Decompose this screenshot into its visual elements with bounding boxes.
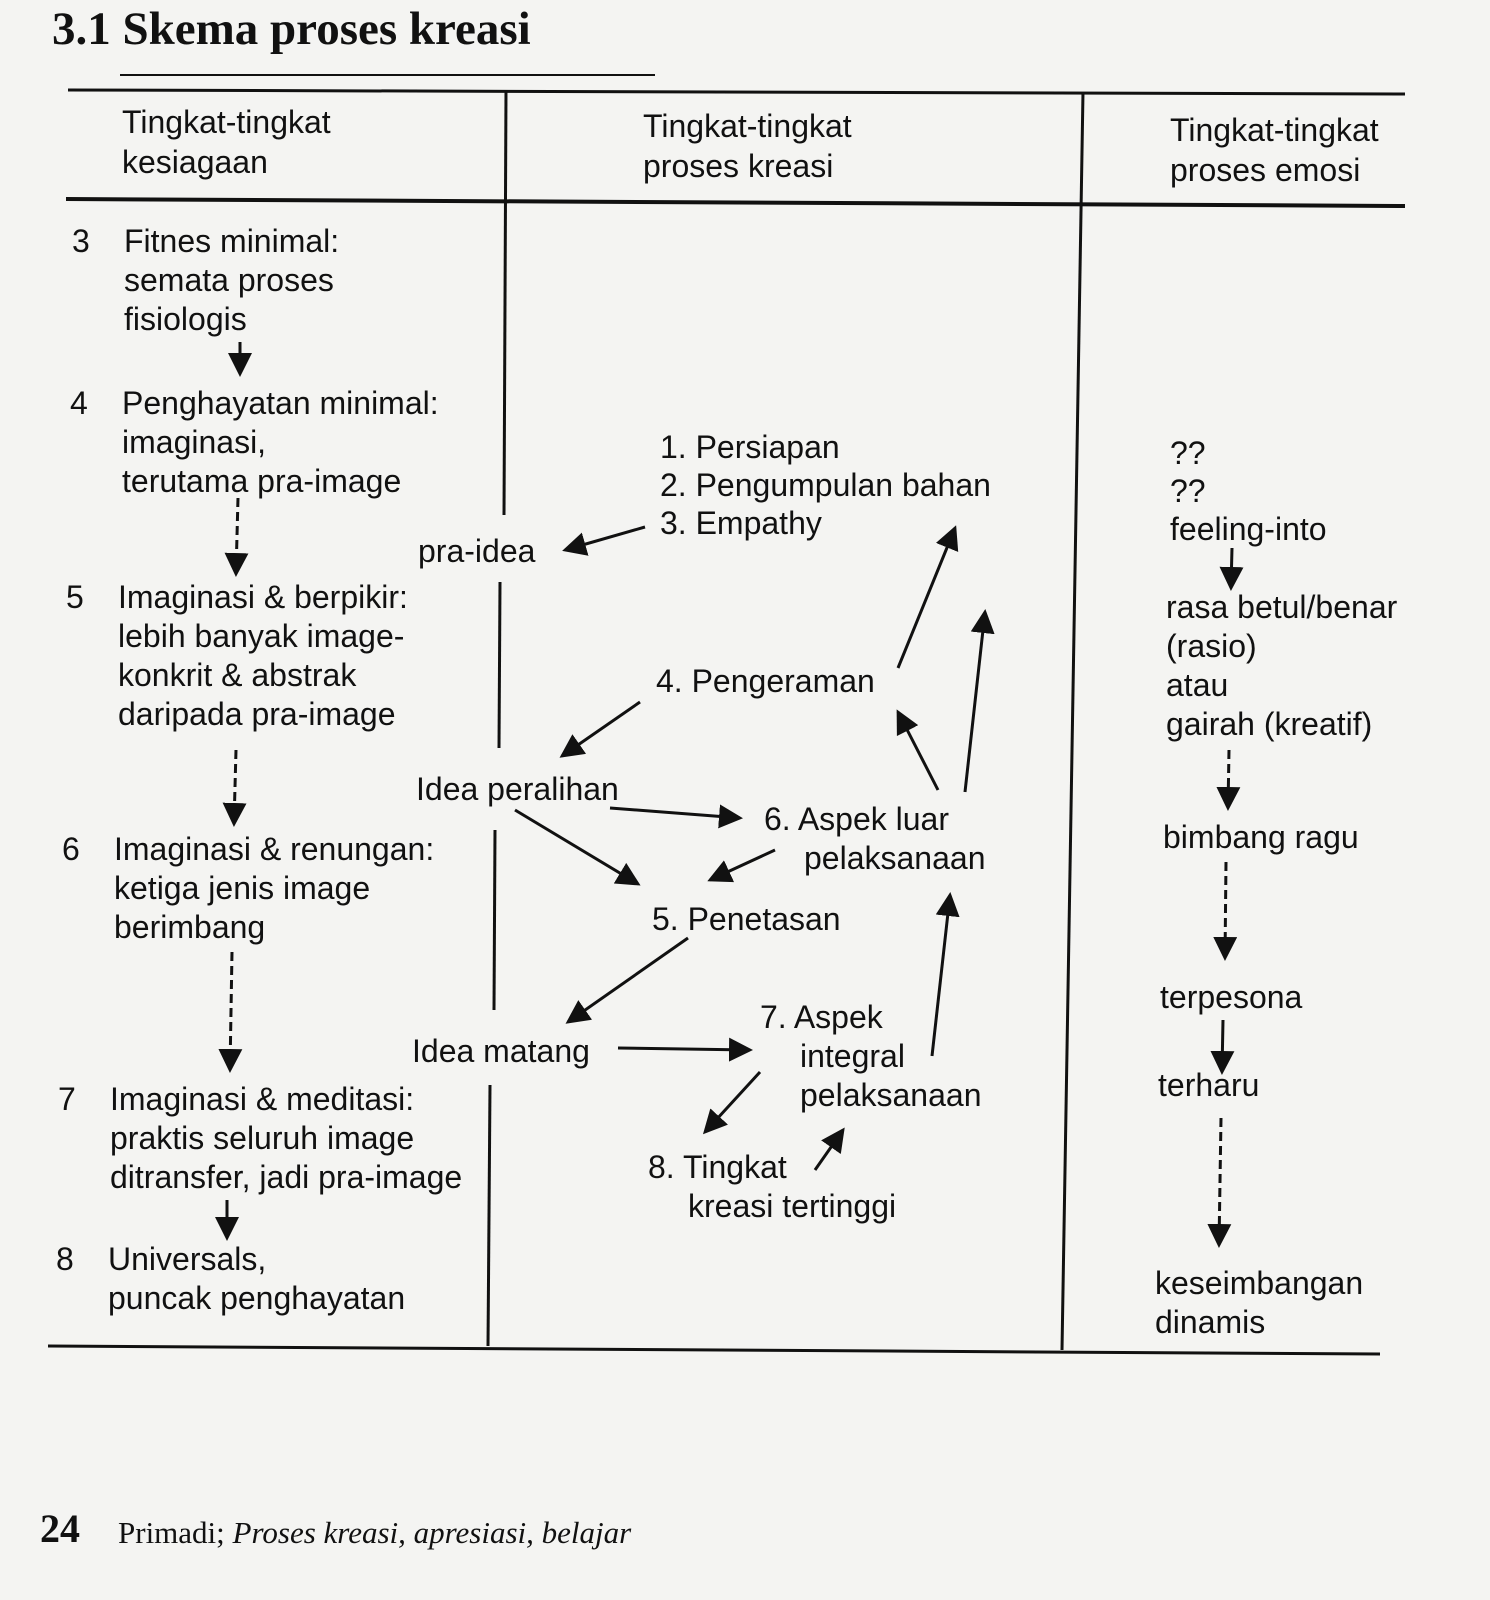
emotion-rasa-line3: atau	[1166, 667, 1229, 703]
level-3-line2: semata proses	[124, 262, 334, 298]
header-col1-line1: Tingkat-tingkat	[122, 104, 331, 140]
level-6-line3: berimbang	[114, 909, 266, 945]
level-5-line4: daripada pra-image	[118, 696, 396, 732]
level-4-line1: Penghayatan minimal:	[122, 385, 439, 421]
level-num-5: 5	[66, 579, 84, 615]
arrow-aspekluar-to-pengeraman	[896, 709, 940, 791]
emotion-rasa-line4: gairah (kreatif)	[1166, 706, 1373, 742]
step-tingkat-kreasi-line1: 8. Tingkat	[648, 1149, 787, 1185]
header-col3-line1: Tingkat-tingkat	[1170, 112, 1379, 148]
level-num-7: 7	[58, 1081, 76, 1117]
header-col2-line2: proses kreasi	[643, 148, 834, 184]
level-num-8: 8	[56, 1241, 74, 1277]
level-num-6: 6	[62, 831, 80, 867]
header-col3-line2: proses emosi	[1170, 152, 1361, 188]
header-col1-line2: kesiagaan	[122, 144, 268, 180]
level-8-line2: puncak penghayatan	[108, 1280, 406, 1316]
page-title: 3.1 Skema proses kreasi	[52, 3, 531, 55]
arrow-ideaperalihan-to-penetasan	[514, 808, 641, 886]
step-aspek-integral-line1: 7. Aspek	[760, 999, 883, 1035]
emotion-feeling-into: feeling-into	[1170, 511, 1327, 547]
step-penetasan: 5. Penetasan	[652, 901, 841, 937]
step-persiapan: 1. Persiapan	[660, 429, 840, 465]
step-aspek-integral-line3: pelaksanaan	[800, 1077, 982, 1113]
level-num-3: 3	[72, 223, 90, 259]
level-7-text: Imaginasi & meditasi: praktis seluruh im…	[110, 1080, 462, 1197]
arrow-penetasan-to-ideamatang	[565, 936, 689, 1024]
emotion-rasa-line1: rasa betul/benar	[1166, 589, 1398, 625]
arrow-ideamatang-to-aspekintegral	[617, 1037, 753, 1062]
header-col2-line1: Tingkat-tingkat	[643, 108, 852, 144]
page-number: 24	[40, 1506, 80, 1551]
arrow-aspekluar-to-penetasan	[707, 848, 776, 883]
level-6-line2: ketiga jenis image	[114, 870, 371, 906]
label-idea-peralihan: Idea peralihan	[416, 771, 619, 807]
level-3-text: Fitnes minimal: semata proses fisiologis	[124, 222, 339, 339]
step-aspek-integral-line2: integral	[800, 1038, 905, 1074]
step-aspek-luar-line2: pelaksanaan	[804, 840, 986, 876]
arrow-pengeraman-up	[896, 525, 959, 669]
arrow-aspekintegral-up	[930, 892, 960, 1057]
emotion-rasa-line2: (rasio)	[1166, 628, 1257, 664]
emotion-terharu: terharu	[1158, 1067, 1260, 1103]
level-7-line2: praktis seluruh image	[110, 1120, 415, 1156]
emotion-keseimbangan-line2: dinamis	[1155, 1304, 1266, 1340]
arrow-empathy-to-praidea	[562, 525, 646, 556]
label-pra-idea: pra-idea	[418, 533, 536, 569]
level-7-line3: ditransfer, jadi pra-image	[110, 1159, 463, 1195]
step-aspek-luar-line1: 6. Aspek luar	[764, 801, 949, 837]
emotion-rasa: rasa betul/benar (rasio) atau gairah (kr…	[1166, 588, 1397, 744]
level-4-line3: terutama pra-image	[122, 463, 402, 499]
emotion-bimbang-ragu: bimbang ragu	[1163, 819, 1359, 855]
header-col3: Tingkat-tingkat proses emosi	[1170, 110, 1379, 190]
step-pengumpulan-bahan: 2. Pengumpulan bahan	[660, 467, 991, 503]
level-8-text: Universals, puncak penghayatan	[108, 1240, 405, 1318]
arrow-aspekintegral-to-tingkat8	[702, 1070, 762, 1135]
level-5-line2: lebih banyak image-	[118, 618, 405, 654]
arrow-pengeraman-to-ideaperalihan	[559, 700, 641, 758]
level-5-line1: Imaginasi & berpikir:	[118, 579, 408, 615]
footer-book-title: Proses kreasi, apresiasi, belajar	[232, 1515, 632, 1550]
emotion-terpesona: terpesona	[1160, 979, 1303, 1015]
arrow-tingkat8-to-aspekintegral	[813, 1127, 845, 1171]
arrow-ideaperalihan-to-aspekluar	[609, 804, 743, 829]
level-7-line1: Imaginasi & meditasi:	[110, 1081, 415, 1117]
level-num-4: 4	[70, 385, 88, 421]
level-8-line1: Universals,	[108, 1241, 267, 1277]
emotion-unknown-1: ??	[1170, 435, 1206, 471]
step-empathy: 3. Empathy	[660, 505, 822, 541]
header-col2: Tingkat-tingkat proses kreasi	[643, 106, 852, 186]
level-3-line1: Fitnes minimal:	[124, 223, 340, 259]
level-5-line3: konkrit & abstrak	[118, 657, 357, 693]
footer-citation: Primadi; Proses kreasi, apresiasi, belaj…	[118, 1515, 631, 1551]
label-idea-matang: Idea matang	[412, 1033, 590, 1069]
level-3-line3: fisiologis	[124, 301, 247, 337]
emotion-keseimbangan: keseimbangan dinamis	[1155, 1264, 1363, 1342]
emotion-unknown-2: ??	[1170, 473, 1206, 509]
level-4-line2: imaginasi,	[122, 424, 267, 460]
step-tingkat-kreasi-line2: kreasi tertinggi	[688, 1188, 897, 1224]
arrow-aspekluar-up	[963, 609, 995, 793]
footer-author: Primadi;	[118, 1515, 225, 1550]
level-6-text: Imaginasi & renungan: ketiga jenis image…	[114, 830, 434, 947]
level-6-line1: Imaginasi & renungan:	[114, 831, 435, 867]
step-aspek-integral: 7. Aspek integral pelaksanaan	[760, 998, 981, 1115]
header-col1: Tingkat-tingkat kesiagaan	[122, 102, 331, 182]
step-pengeraman: 4. Pengeraman	[656, 663, 875, 699]
step-aspek-luar: 6. Aspek luar pelaksanaan	[764, 800, 985, 878]
emotion-keseimbangan-line1: keseimbangan	[1155, 1265, 1364, 1301]
step-tingkat-kreasi: 8. Tingkat kreasi tertinggi	[648, 1148, 896, 1226]
level-5-text: Imaginasi & berpikir: lebih banyak image…	[118, 578, 408, 734]
level-4-text: Penghayatan minimal: imaginasi, terutama…	[122, 384, 439, 501]
